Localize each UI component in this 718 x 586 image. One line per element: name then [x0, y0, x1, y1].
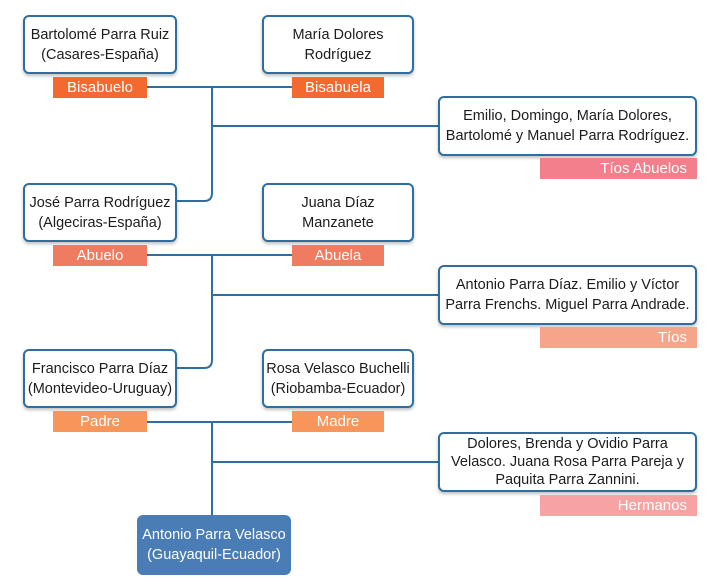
abuelo-origin: (Algeciras-España): [38, 214, 162, 231]
tios-tag: Tíos: [540, 327, 697, 348]
madre-box: Rosa Velasco Buchelli (Riobamba-Ecuador): [262, 349, 414, 408]
connector-bisabuelos-to-abuelo: [177, 87, 213, 202]
tios-abuelos-tag: Tíos Abuelos: [540, 158, 697, 179]
abuela-name-line1: Juana Díaz: [301, 194, 375, 211]
self-origin: (Guayaquil-Ecuador): [147, 547, 281, 563]
tios-line1: Antonio Parra Díaz. Emilio y Víctor: [455, 277, 680, 293]
self-box: Antonio Parra Velasco (Guayaquil-Ecuador…: [137, 515, 291, 575]
self-name: Antonio Parra Velasco: [142, 527, 286, 543]
bisabuelo-origin: (Casares-España): [41, 46, 159, 63]
tios-abuelos-line2: Bartolomé y Manuel Parra Rodríguez.: [445, 128, 690, 144]
abuela-name-line2: Manzanete: [302, 214, 374, 231]
abuela-box: Juana Díaz Manzanete: [262, 183, 414, 242]
madre-origin: (Riobamba-Ecuador): [270, 380, 406, 397]
connector-abuelos-to-padre: [177, 255, 213, 369]
hermanos-tag: Hermanos: [540, 495, 697, 516]
bisabuelo-box: Bartolomé Parra Ruiz (Casares-España): [23, 15, 177, 74]
bisabuela-name-line1: María Dolores: [292, 26, 384, 43]
abuelo-name: José Parra Rodríguez: [29, 194, 171, 211]
madre-name: Rosa Velasco Buchelli: [266, 360, 410, 377]
tios-line2: Parra Frenchs. Miguel Parra Andrade.: [445, 297, 690, 313]
tios-box: Antonio Parra Díaz. Emilio y Víctor Parr…: [438, 265, 697, 325]
bisabuela-box: María Dolores Rodríguez: [262, 15, 414, 74]
padre-name: Francisco Parra Díaz: [31, 360, 169, 377]
hermanos-line2: Velasco. Juana Rosa Parra Pareja y: [451, 454, 684, 470]
bisabuelo-tag: Bisabuelo: [53, 77, 147, 98]
abuela-tag: Abuela: [292, 245, 384, 266]
hermanos-line1: Dolores, Brenda y Ovidio Parra: [467, 436, 668, 452]
tios-abuelos-line1: Emilio, Domingo, María Dolores,: [463, 108, 672, 124]
tios-abuelos-box: Emilio, Domingo, María Dolores, Bartolom…: [438, 96, 697, 156]
hermanos-line3: Paquita Parra Zannini.: [495, 472, 640, 488]
padre-box: Francisco Parra Díaz (Montevideo-Uruguay…: [23, 349, 177, 408]
bisabuelo-name: Bartolomé Parra Ruiz: [30, 26, 170, 43]
abuelo-tag: Abuelo: [53, 245, 147, 266]
bisabuela-name-line2: Rodríguez: [304, 46, 372, 63]
bisabuela-tag: Bisabuela: [292, 77, 384, 98]
hermanos-box: Dolores, Brenda y Ovidio Parra Velasco. …: [438, 432, 697, 492]
abuelo-box: José Parra Rodríguez (Algeciras-España): [23, 183, 177, 242]
padre-origin: (Montevideo-Uruguay): [27, 380, 173, 397]
padre-tag: Padre: [53, 411, 147, 432]
madre-tag: Madre: [292, 411, 384, 432]
